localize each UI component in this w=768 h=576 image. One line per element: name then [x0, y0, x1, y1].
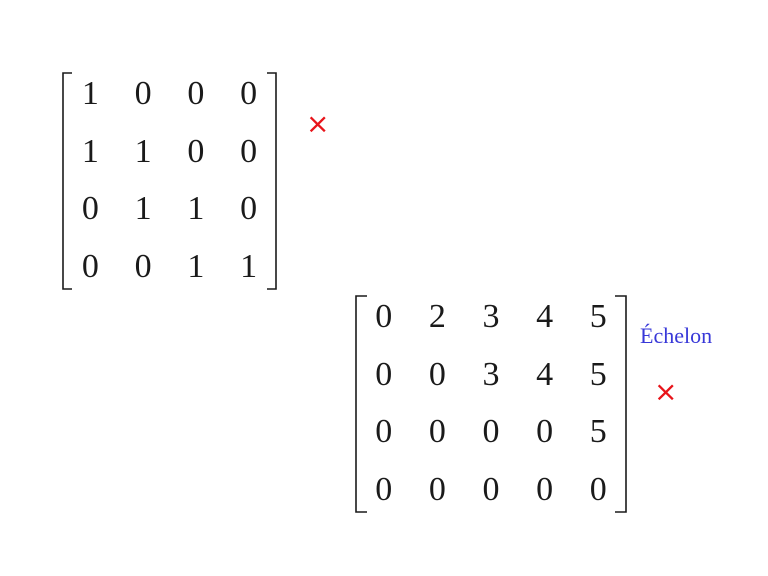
- cross-mark-icon: ×: [654, 375, 678, 408]
- matrix-cell: 1: [187, 247, 205, 285]
- matrix-cell: 0: [240, 190, 258, 227]
- cross-mark-icon: ×: [306, 107, 330, 140]
- matrix-cell: 5: [589, 413, 607, 450]
- matrix-cell: 1: [134, 190, 152, 227]
- matrix-cell: 0: [81, 247, 99, 285]
- matrix-cell: 0: [482, 413, 500, 450]
- matrix-cell: 3: [482, 298, 500, 335]
- matrix-cell: 1: [134, 132, 152, 170]
- matrix-cell: 0: [589, 470, 607, 508]
- matrix-cell: 0: [428, 470, 446, 508]
- matrix-cell: 0: [428, 413, 446, 450]
- matrix-cell: 0: [187, 75, 205, 112]
- matrix-cell: 0: [240, 132, 258, 170]
- matrix-cell: 0: [134, 75, 152, 112]
- matrix-cell: 4: [536, 355, 554, 393]
- matrix-a-brackets: [62, 72, 277, 290]
- matrix-cell: 0: [81, 190, 99, 227]
- matrix-cell: 5: [589, 298, 607, 335]
- matrix-cell: 0: [428, 355, 446, 393]
- matrix-cell: 0: [134, 247, 152, 285]
- matrix-cell: 0: [375, 298, 393, 335]
- matrix-cell: 0: [482, 470, 500, 508]
- matrix-cell: 0: [375, 470, 393, 508]
- matrix-cell: 5: [589, 355, 607, 393]
- matrix-cell: 0: [187, 132, 205, 170]
- matrix-cell: 2: [428, 298, 446, 335]
- matrix-cell: 0: [536, 470, 554, 508]
- matrix-cell: 0: [375, 413, 393, 450]
- matrix-cell: 1: [240, 247, 258, 285]
- matrix-cell: 0: [536, 413, 554, 450]
- echelon-label: Échelon: [640, 323, 713, 348]
- matrix-cell: 4: [536, 298, 554, 335]
- matrix-cell: 1: [81, 132, 99, 170]
- matrix-b-brackets: [355, 295, 627, 513]
- matrix-cell: 1: [187, 190, 205, 227]
- matrix-cell: 0: [375, 355, 393, 393]
- matrix-cell: 0: [240, 75, 258, 112]
- matrix-cell: 1: [81, 75, 99, 112]
- matrix-cell: 3: [482, 355, 500, 393]
